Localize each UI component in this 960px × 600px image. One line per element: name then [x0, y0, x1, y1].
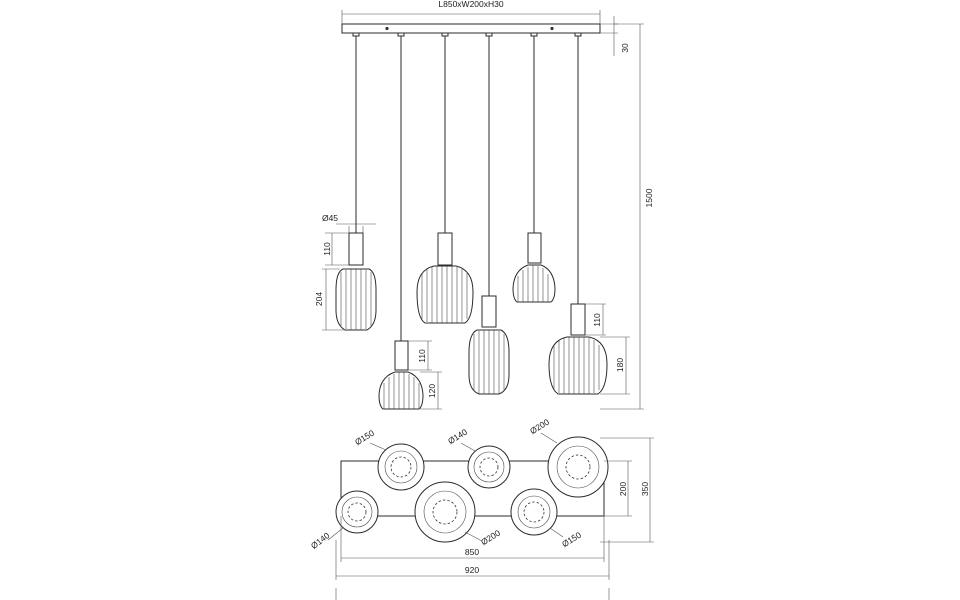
shade-height-label: 180 — [615, 358, 625, 372]
plan-shade-label: Ø150 — [560, 530, 583, 550]
canopy-size-dimension: L850xW200xH30 — [341, 0, 601, 24]
holder-height-label: 110 — [322, 242, 332, 256]
lamp-holder — [481, 295, 497, 328]
plan-view: Ø150 Ø140 Ø200 Ø140 — [309, 417, 654, 600]
holder-height-label: 110 — [417, 349, 427, 363]
pendant-lamp-6: 110 180 — [548, 303, 630, 395]
plan-shade-1: Ø150 — [353, 428, 425, 491]
holder-diameter-label: Ø45 — [322, 213, 338, 223]
plan-shade-label: Ø200 — [479, 528, 502, 548]
overall-height-label: 1500 — [644, 188, 654, 207]
canopy-screw — [550, 26, 554, 31]
canopy-screw — [385, 26, 389, 31]
pendant-lamp-1: Ø45 110 204 — [314, 213, 377, 331]
plan-shade-5: Ø200 — [414, 481, 502, 548]
plan-width-label: 200 — [618, 482, 628, 496]
canopy-bar — [341, 23, 601, 34]
lamp-holder — [570, 303, 586, 336]
shade-height-label: 120 — [427, 384, 437, 398]
elevation-view: L850xW200xH30 30 1500 — [314, 0, 654, 410]
canopy-size-label: L850xW200xH30 — [438, 0, 503, 9]
lamp-holder — [527, 232, 542, 264]
plan-depth-label: 350 — [640, 482, 650, 496]
shade-height-label: 204 — [314, 292, 324, 306]
lamp-shade — [416, 265, 474, 324]
lamp-holder — [394, 340, 409, 371]
overall-height-dimension: 1500 — [600, 23, 654, 410]
lamp-holder — [437, 232, 453, 266]
lamp-shade — [512, 264, 556, 303]
plan-width-dimension: 200 — [604, 460, 632, 517]
lamp-shade — [378, 371, 424, 410]
plan-shade-4: Ø140 — [309, 490, 379, 551]
plan-shade-3: Ø200 — [528, 417, 609, 498]
plan-shade-label: Ø140 — [309, 530, 332, 551]
canopy-height-label: 30 — [620, 43, 630, 53]
pendant-lamp-4 — [468, 295, 510, 395]
pendant-lamp-2: 110 120 — [378, 340, 442, 410]
pendant-lamp-5 — [512, 232, 556, 303]
plan-shade-label: Ø200 — [528, 417, 551, 437]
plan-shade-label: Ø140 — [446, 427, 469, 447]
plan-canopy-length-label: 850 — [465, 547, 479, 557]
lamp-shade — [548, 336, 608, 395]
plan-total-length-label: 920 — [465, 565, 479, 575]
plan-total-length-dimension: 920 — [335, 540, 610, 580]
lamp-holder — [348, 232, 364, 266]
holder-height-label: 110 — [592, 313, 602, 327]
plan-shade-6: Ø150 — [510, 488, 583, 550]
plan-canopy-length-dimension: 850 — [340, 516, 605, 562]
canopy-height-dimension: 30 — [600, 16, 630, 56]
plan-shade-2: Ø140 — [446, 427, 511, 489]
pendant-lamp-3 — [416, 232, 474, 324]
